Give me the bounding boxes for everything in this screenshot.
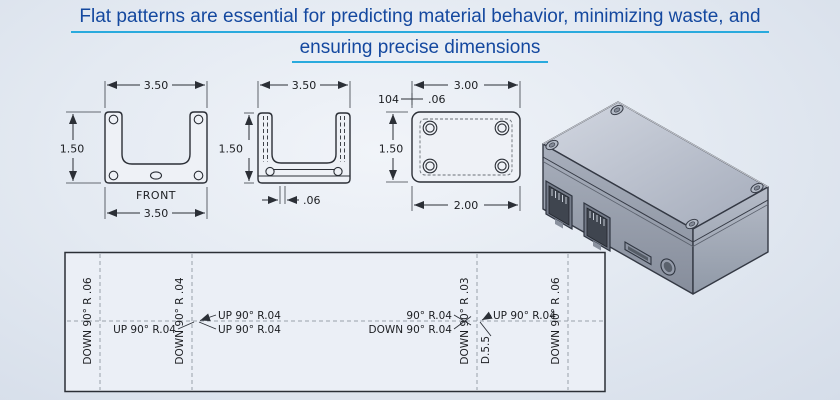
side-dim-thickness: .06 — [303, 194, 321, 207]
top-view-holes — [422, 120, 510, 174]
audio-jack-hole — [660, 258, 676, 276]
enclosure-right-face — [692, 186, 769, 295]
front-view-label: FRONT — [136, 189, 176, 202]
top-dim-width-bottom: 2.00 — [454, 199, 479, 212]
front-hole-tl — [108, 114, 119, 125]
micro-usb-port — [624, 241, 652, 266]
title-block: Flat patterns are essential for predicti… — [0, 5, 840, 66]
title-line-1: Flat patterns are essential for predicti… — [71, 5, 769, 33]
side-view-outline — [257, 112, 351, 184]
side-hole-right — [333, 166, 343, 177]
front-dim-width-bottom: 3.50 — [144, 207, 169, 220]
callout-right-up: UP 90° R.04 — [493, 310, 556, 322]
callout-right-down: DOWN 90° R.04 — [369, 324, 453, 336]
top-view: 3.00 104 .06 1.50 2.00 — [378, 79, 521, 212]
front-dim-width-top: 3.50 — [144, 79, 169, 92]
top-view-hidden-profile — [419, 118, 513, 176]
front-hole-br — [193, 170, 204, 181]
top-dim-height: 1.50 — [379, 143, 404, 156]
callout-center-up-top: UP 90° R.04 — [218, 310, 281, 322]
top-dim-offset-left: 104 — [378, 93, 399, 106]
side-hole-left — [265, 166, 275, 177]
callout-center-up-bottom: UP 90° R.04 — [218, 324, 281, 336]
bend-label-1: DOWN 90° R .06 — [82, 277, 94, 365]
flat-pattern-sheet — [64, 251, 606, 393]
callout-hole-note: D.5.5 — [480, 336, 492, 364]
side-dim-width-top: 3.50 — [292, 79, 317, 92]
top-view-outline — [411, 111, 521, 183]
bend-label-4: DOWN 90° R .06 — [550, 277, 562, 365]
top-dim-width-top: 3.00 — [454, 79, 479, 92]
front-hole-tr — [193, 114, 204, 125]
ethernet-port-2 — [583, 201, 611, 253]
side-dim-height: 1.50 — [219, 143, 244, 156]
side-view: 3.50 1.50 .06 — [219, 79, 351, 207]
callout-right-bend: 90° R.04 — [406, 310, 452, 322]
enclosure-screw-holes — [545, 104, 764, 230]
ethernet-port-1 — [545, 179, 573, 231]
title-line-2: ensuring precise dimensions — [291, 36, 549, 64]
front-dim-height: 1.50 — [60, 143, 85, 156]
flat-pattern-view: DOWN 90° R .06 DOWN 90° R .04 DOWN 90° R… — [64, 251, 606, 393]
callout-left-up: UP 90° R.04 — [113, 324, 176, 336]
front-view: 3.50 1.50 FRONT 3.50 — [60, 79, 208, 220]
front-view-outline — [104, 111, 208, 184]
bend-label-2: DOWN 90° R .04 — [174, 277, 186, 365]
top-dim-offset-right: .06 — [428, 93, 446, 106]
front-hole-bl — [108, 170, 119, 181]
iso-enclosure-3d — [542, 101, 769, 295]
front-slot — [149, 171, 163, 180]
